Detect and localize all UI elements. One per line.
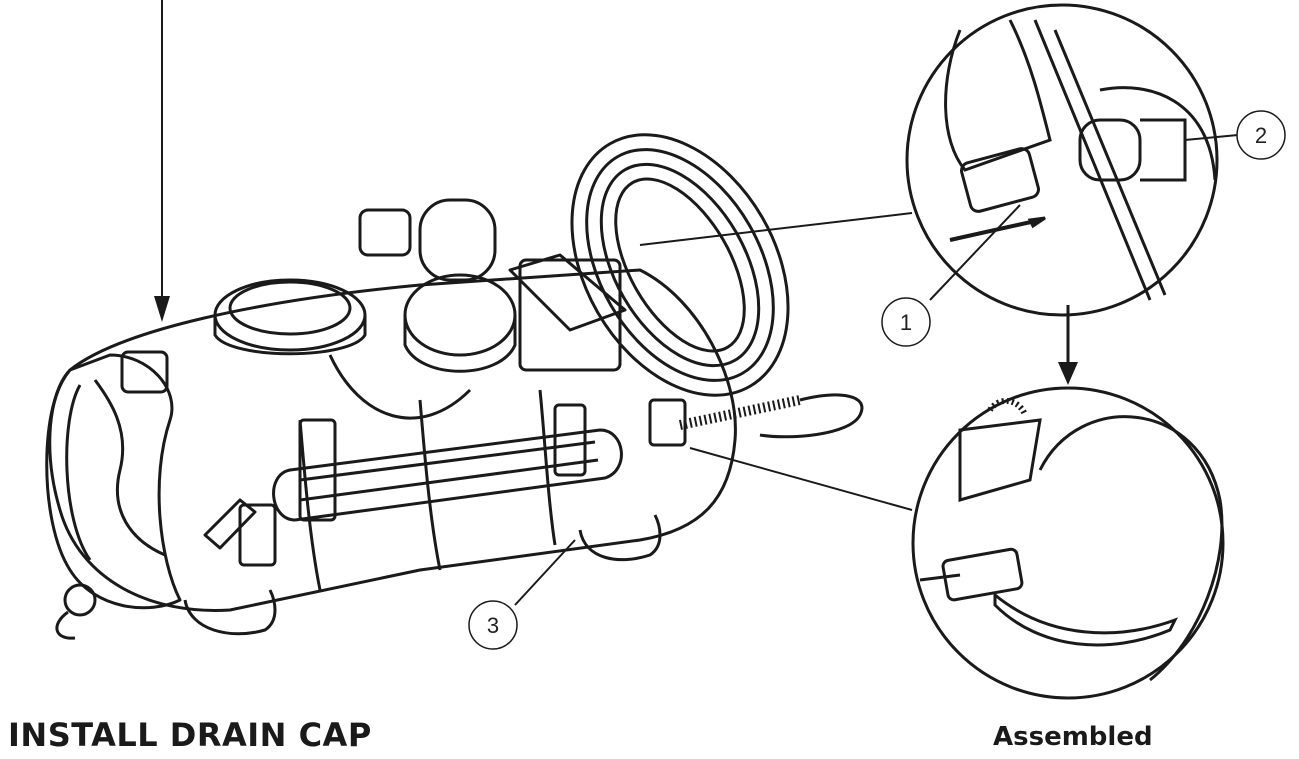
- callout-1: 1: [881, 297, 931, 347]
- detail-circle-bottom: [911, 386, 1225, 700]
- callout-1-label: 1: [900, 310, 912, 335]
- callout-2-label: 2: [1255, 123, 1267, 148]
- callout-3: 3: [468, 600, 518, 650]
- detail-circle-top: [905, 3, 1219, 317]
- sprayer-tank: [45, 133, 864, 640]
- page-title: INSTALL DRAIN CAP: [8, 716, 372, 754]
- callout-2: 2: [1236, 110, 1286, 160]
- down-arrow-left: [154, 0, 170, 322]
- down-arrow-right: [1058, 305, 1078, 385]
- callout-3-label: 3: [487, 613, 499, 638]
- leader-lines: [514, 134, 1239, 606]
- assembled-label: Assembled: [993, 722, 1153, 752]
